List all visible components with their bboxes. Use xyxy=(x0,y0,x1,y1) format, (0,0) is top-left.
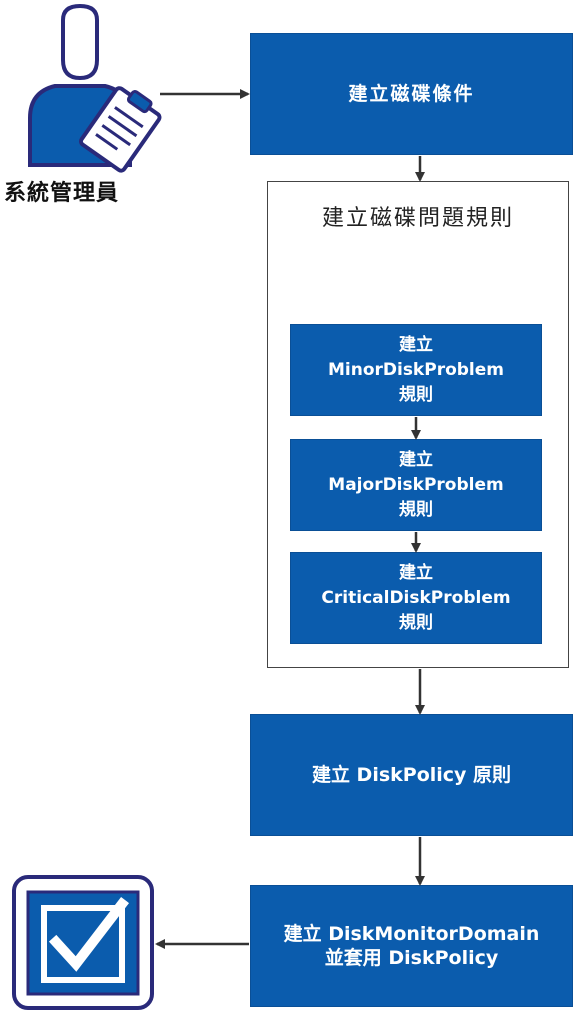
step-line-1: 建立 DiskMonitorDomain xyxy=(283,923,540,945)
step-line-1: 建立 xyxy=(399,562,433,583)
step-create-disk-condition: 建立磁碟條件 xyxy=(250,33,573,155)
step-line-1: 建立 xyxy=(399,449,433,470)
rule-group-title: 建立磁碟問題規則 xyxy=(321,206,514,231)
step-line-1: 建立 xyxy=(398,334,433,355)
step-line-2: CriticalDiskProblem xyxy=(321,587,511,608)
step-create-policy: 建立 DiskPolicy 原則 xyxy=(250,714,573,836)
step-line-2: MajorDiskProblem xyxy=(328,474,504,495)
step-line-3: 規則 xyxy=(399,612,433,633)
actor-label: 系統管理員 xyxy=(4,181,120,206)
step-label: 建立磁碟條件 xyxy=(348,83,475,105)
step-critical-rule: 建立 CriticalDiskProblem 規則 xyxy=(290,552,542,644)
step-major-rule: 建立 MajorDiskProblem 規則 xyxy=(290,439,542,531)
step-line-2: MinorDiskProblem xyxy=(327,359,505,380)
step-create-monitor-domain: 建立 DiskMonitorDomain 並套用 DiskPolicy xyxy=(250,885,573,1007)
step-label: 建立 DiskPolicy 原則 xyxy=(311,764,512,786)
step-line-3: 規則 xyxy=(398,384,433,405)
step-minor-rule: 建立 MinorDiskProblem 規則 xyxy=(290,324,542,416)
step-line-3: 規則 xyxy=(399,499,433,520)
step-line-2: 並套用 DiskPolicy xyxy=(324,947,499,969)
